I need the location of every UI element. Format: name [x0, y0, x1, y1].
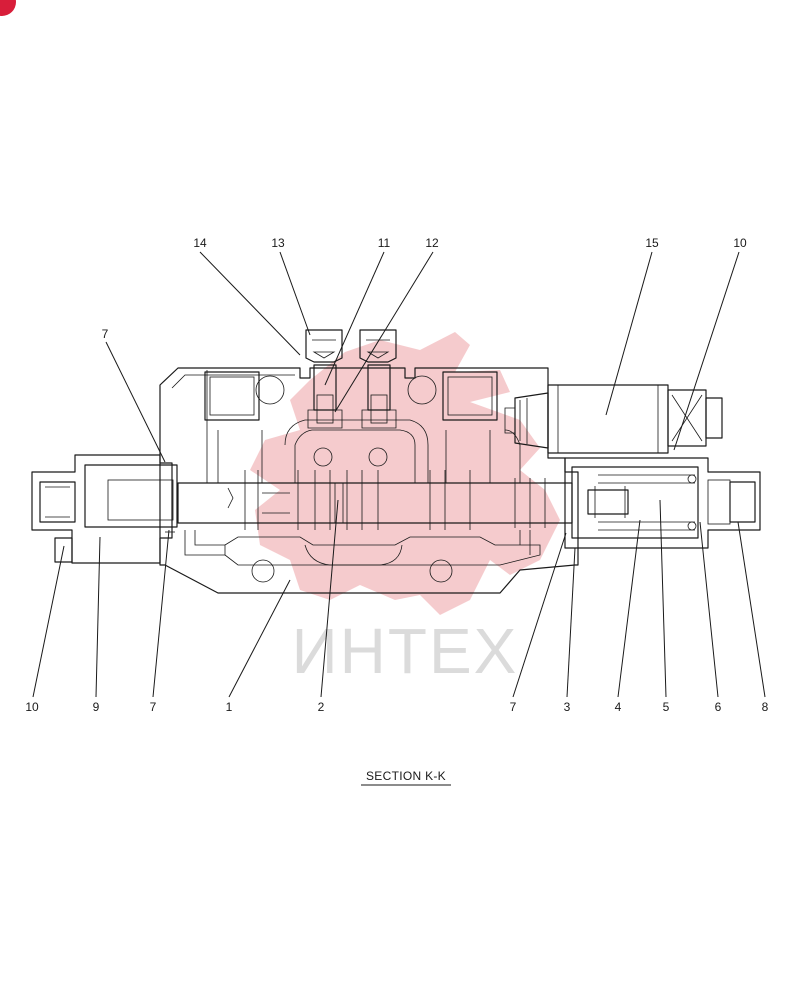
callout-11: 11: [378, 236, 391, 250]
callout-7-right: 7: [510, 700, 517, 714]
callout-7-left: 7: [150, 700, 157, 714]
callouts-top: 14 13 11 12 15 10 7: [102, 236, 747, 341]
section-title-group: SECTION K-K: [361, 769, 451, 786]
leaders-top: [105, 251, 740, 463]
callout-5: 5: [663, 700, 670, 714]
callout-7-top: 7: [102, 327, 109, 341]
callout-12: 12: [425, 236, 439, 250]
callout-1: 1: [226, 700, 233, 714]
right-cap: [564, 457, 761, 549]
callout-8: 8: [762, 700, 769, 714]
upper-ports: [204, 371, 498, 421]
valve-body: [159, 367, 579, 594]
callout-15: 15: [645, 236, 659, 250]
corner-logo-icon: [0, 0, 16, 16]
section-title: SECTION K-K: [366, 769, 446, 783]
callout-10-bottom: 10: [25, 700, 39, 714]
callout-14: 14: [193, 236, 207, 250]
watermark-text: ИНТЕХ: [292, 615, 519, 687]
callout-10-top: 10: [733, 236, 747, 250]
callout-9: 9: [93, 700, 100, 714]
callouts-bottom: 10 9 7 1 2 7 3 4 5 6 8: [25, 700, 768, 714]
leaders-bottom: [32, 499, 766, 698]
solenoid: [504, 384, 723, 454]
callout-2: 2: [318, 700, 325, 714]
check-valve-group: [305, 329, 397, 429]
callout-13: 13: [271, 236, 285, 250]
left-cap: [31, 454, 178, 564]
callout-3: 3: [564, 700, 571, 714]
watermark: ИНТЕХ: [250, 332, 560, 687]
watermark-glyph-icon: [250, 332, 560, 615]
callout-4: 4: [615, 700, 622, 714]
callout-6: 6: [715, 700, 722, 714]
